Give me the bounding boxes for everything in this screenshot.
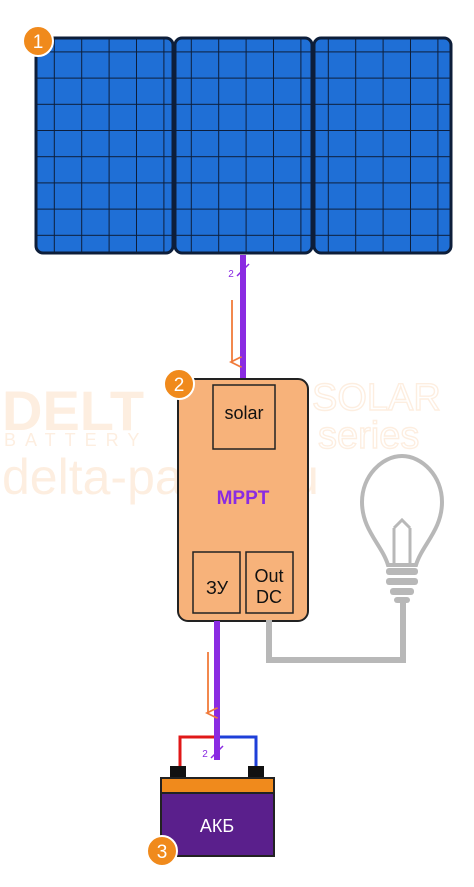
solar-panel-array	[34, 36, 453, 255]
wire-count-top: 2	[228, 269, 234, 280]
wire-count-slash-top	[236, 263, 250, 277]
negative-lead	[220, 735, 258, 768]
watermark-solar: SOLAR	[312, 377, 441, 419]
out-dc-label-line1: Out	[254, 566, 283, 586]
battery-label: АКБ	[200, 816, 234, 836]
watermark-brand: DELT	[2, 379, 144, 442]
badge-panel-number: 1	[33, 32, 44, 53]
light-bulb-icon	[359, 453, 445, 603]
watermark-series: series	[318, 415, 419, 457]
solar-panel-left	[34, 36, 175, 255]
solar-panel-right	[312, 36, 453, 255]
wire-count-slash-bottom	[210, 745, 224, 759]
watermark-battery: BATTERY	[4, 430, 148, 450]
solar-panel-middle	[173, 36, 314, 255]
lamp-wire	[266, 600, 406, 663]
wire-count-bottom: 2	[202, 749, 208, 760]
controller-title: MPPT	[217, 488, 270, 509]
badge-battery: 3	[146, 835, 178, 867]
battery: АКБ	[160, 766, 275, 857]
out-dc-label-line2: DC	[256, 587, 282, 607]
badge-controller: 2	[163, 368, 195, 400]
out-dc-port	[245, 551, 294, 614]
battery-body	[160, 792, 275, 857]
positive-lead	[178, 735, 214, 768]
badge-battery-number: 3	[157, 842, 168, 863]
charger-port	[192, 551, 241, 614]
battery-lid	[160, 777, 275, 795]
charger-port-label: ЗУ	[206, 578, 229, 598]
solar-port-label: solar	[224, 403, 263, 423]
badge-panel: 1	[22, 25, 54, 57]
badge-controller-number: 2	[174, 375, 185, 396]
battery-terminal-positive	[170, 766, 186, 780]
mppt-controller: solar MPPT ЗУ Out DC	[177, 378, 309, 622]
battery-terminal-negative	[248, 766, 264, 780]
solar-port	[212, 384, 276, 450]
